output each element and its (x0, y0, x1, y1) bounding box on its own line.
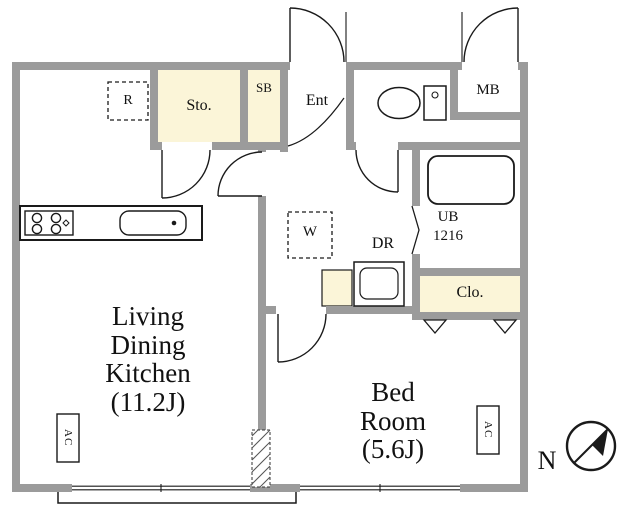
bedroom-label-line3: (5.6J) (361, 434, 425, 464)
ac-label-bedroom: AC (482, 421, 494, 439)
ldk-label-line1: Living (112, 301, 184, 331)
stove-icon (24, 210, 74, 236)
closet-label: Clo. (456, 284, 484, 301)
washer-space-box (287, 211, 333, 259)
meter-box-label: MB (476, 82, 500, 98)
unit-bath-label-line2: 1216 (433, 228, 463, 244)
ldk-door-arc (217, 151, 263, 197)
entrance-label: Ent (305, 92, 329, 109)
sink-icon (119, 210, 187, 236)
compass-icon (565, 420, 617, 472)
dressing-room-label: DR (371, 235, 395, 252)
ac-label-ldk: AC (62, 429, 74, 447)
washer-label: W (302, 224, 318, 240)
window-ldk (72, 484, 250, 492)
bathtub-icon (427, 155, 515, 205)
kitchen-counter (19, 205, 203, 241)
ac-unit-box-ldk (56, 413, 80, 463)
refrigerator-space-box (107, 81, 149, 121)
balcony-rail (57, 492, 297, 504)
front-door-arc (289, 7, 347, 63)
ldk-label-line2: Dining (110, 329, 186, 360)
room-fills (158, 70, 520, 312)
storage-door-arc (161, 149, 211, 199)
window-bedroom (300, 484, 460, 492)
washbasin-icon (353, 261, 405, 307)
unit-bath-label: UB 1216 (408, 208, 488, 246)
ac-unit-box-bedroom (476, 405, 500, 455)
refrigerator-label: R (123, 93, 133, 108)
bedroom-label-line2: Room (359, 405, 426, 436)
shoebox-label: SB (256, 80, 272, 95)
bedroom-label: Bed Room (5.6J) (298, 378, 488, 464)
unit-bath-door (411, 205, 420, 255)
entrance-step-line (287, 97, 345, 147)
bedroom-label-line1: Bed (371, 377, 415, 407)
unit-bath-label-line1: UB (437, 209, 459, 225)
ldk-label-line3: Kitchen (105, 358, 191, 388)
closet-door-marks (422, 319, 518, 335)
bedroom-door-arc (277, 313, 327, 363)
hatched-column (251, 429, 271, 488)
toilet-door-arc (355, 149, 399, 193)
meter-box-door-arc (461, 7, 519, 63)
north-label: N (537, 446, 557, 475)
storage-label: Sto. (186, 97, 212, 114)
walls (12, 62, 528, 492)
toilet-icon (377, 85, 447, 121)
ldk-label: Living Dining Kitchen (11.2J) (53, 302, 243, 416)
ldk-label-line4: (11.2J) (110, 386, 186, 417)
